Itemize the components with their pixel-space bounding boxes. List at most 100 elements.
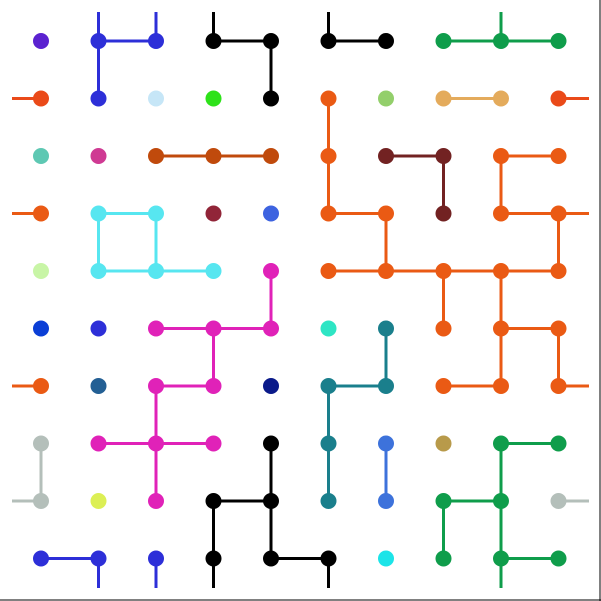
grid-node[interactable]: [205, 378, 222, 394]
grid-node[interactable]: [90, 205, 107, 222]
grid-node[interactable]: [435, 205, 452, 222]
grid-node[interactable]: [205, 263, 222, 279]
grid-node[interactable]: [33, 90, 49, 107]
grid-node[interactable]: [435, 33, 452, 49]
grid-node[interactable]: [493, 435, 509, 452]
grid-node[interactable]: [435, 493, 452, 509]
grid-node[interactable]: [378, 205, 394, 222]
grid-node[interactable]: [205, 205, 222, 222]
grid-node[interactable]: [550, 378, 567, 394]
grid-node[interactable]: [263, 493, 279, 509]
grid-node[interactable]: [378, 148, 394, 164]
grid-node[interactable]: [435, 263, 452, 279]
grid-node[interactable]: [493, 33, 509, 49]
grid-node[interactable]: [148, 493, 164, 509]
grid-node[interactable]: [33, 493, 49, 509]
grid-node[interactable]: [263, 148, 279, 164]
grid-node[interactable]: [320, 378, 337, 394]
grid-node[interactable]: [205, 435, 222, 452]
grid-node[interactable]: [90, 90, 107, 107]
grid-node[interactable]: [205, 90, 222, 107]
grid-node[interactable]: [205, 320, 222, 337]
grid-node[interactable]: [148, 550, 164, 567]
grid-node[interactable]: [205, 493, 222, 509]
grid-node[interactable]: [550, 493, 567, 509]
grid-node[interactable]: [263, 378, 279, 394]
grid-node[interactable]: [550, 205, 567, 222]
grid-node[interactable]: [435, 148, 452, 164]
grid-node[interactable]: [90, 33, 107, 49]
grid-node[interactable]: [320, 205, 337, 222]
grid-node[interactable]: [320, 550, 337, 567]
grid-node[interactable]: [378, 33, 394, 49]
grid-node[interactable]: [33, 263, 49, 279]
grid-node[interactable]: [550, 263, 567, 279]
grid-node[interactable]: [320, 33, 337, 49]
grid-node[interactable]: [378, 435, 394, 452]
grid-node[interactable]: [263, 550, 279, 567]
grid-node[interactable]: [320, 493, 337, 509]
grid-node[interactable]: [205, 550, 222, 567]
grid-node[interactable]: [435, 550, 452, 567]
grid-node[interactable]: [90, 493, 107, 509]
grid-node[interactable]: [263, 90, 279, 107]
grid-node[interactable]: [550, 148, 567, 164]
grid-node[interactable]: [148, 378, 164, 394]
grid-node[interactable]: [33, 378, 49, 394]
grid-node[interactable]: [263, 263, 279, 279]
grid-node[interactable]: [493, 550, 509, 567]
grid-node[interactable]: [148, 33, 164, 49]
grid-node[interactable]: [33, 148, 49, 164]
grid-node[interactable]: [320, 263, 337, 279]
grid-node[interactable]: [550, 320, 567, 337]
grid-node[interactable]: [550, 90, 567, 107]
grid-node[interactable]: [33, 435, 49, 452]
grid-node[interactable]: [493, 205, 509, 222]
grid-node[interactable]: [90, 435, 107, 452]
grid-node[interactable]: [378, 90, 394, 107]
grid-node[interactable]: [205, 148, 222, 164]
grid-node[interactable]: [493, 378, 509, 394]
grid-node[interactable]: [148, 435, 164, 452]
grid-node[interactable]: [378, 320, 394, 337]
grid-node[interactable]: [148, 148, 164, 164]
grid-node[interactable]: [320, 148, 337, 164]
grid-node[interactable]: [435, 320, 452, 337]
grid-node[interactable]: [493, 493, 509, 509]
grid-node[interactable]: [148, 320, 164, 337]
grid-node[interactable]: [90, 378, 107, 394]
grid-node[interactable]: [148, 263, 164, 279]
grid-node[interactable]: [550, 33, 567, 49]
grid-node[interactable]: [493, 90, 509, 107]
grid-node[interactable]: [90, 320, 107, 337]
grid-node[interactable]: [435, 435, 452, 452]
grid-node[interactable]: [33, 33, 49, 49]
grid-node[interactable]: [148, 90, 164, 107]
grid-node[interactable]: [90, 263, 107, 279]
grid-node[interactable]: [90, 148, 107, 164]
grid-node[interactable]: [378, 550, 394, 567]
grid-node[interactable]: [493, 148, 509, 164]
grid-node[interactable]: [378, 378, 394, 394]
grid-node[interactable]: [263, 320, 279, 337]
grid-node[interactable]: [90, 550, 107, 567]
grid-node[interactable]: [320, 435, 337, 452]
grid-node[interactable]: [263, 435, 279, 452]
grid-node[interactable]: [550, 435, 567, 452]
grid-node[interactable]: [33, 205, 49, 222]
grid-node[interactable]: [493, 320, 509, 337]
grid-node[interactable]: [493, 263, 509, 279]
grid-node[interactable]: [435, 90, 452, 107]
grid-node[interactable]: [378, 263, 394, 279]
grid-node[interactable]: [263, 33, 279, 49]
grid-node[interactable]: [33, 320, 49, 337]
grid-node[interactable]: [550, 550, 567, 567]
grid-node[interactable]: [378, 493, 394, 509]
grid-node[interactable]: [33, 550, 49, 567]
grid-node[interactable]: [148, 205, 164, 222]
grid-node[interactable]: [205, 33, 222, 49]
grid-node[interactable]: [320, 90, 337, 107]
grid-node[interactable]: [435, 378, 452, 394]
grid-node[interactable]: [320, 320, 337, 337]
